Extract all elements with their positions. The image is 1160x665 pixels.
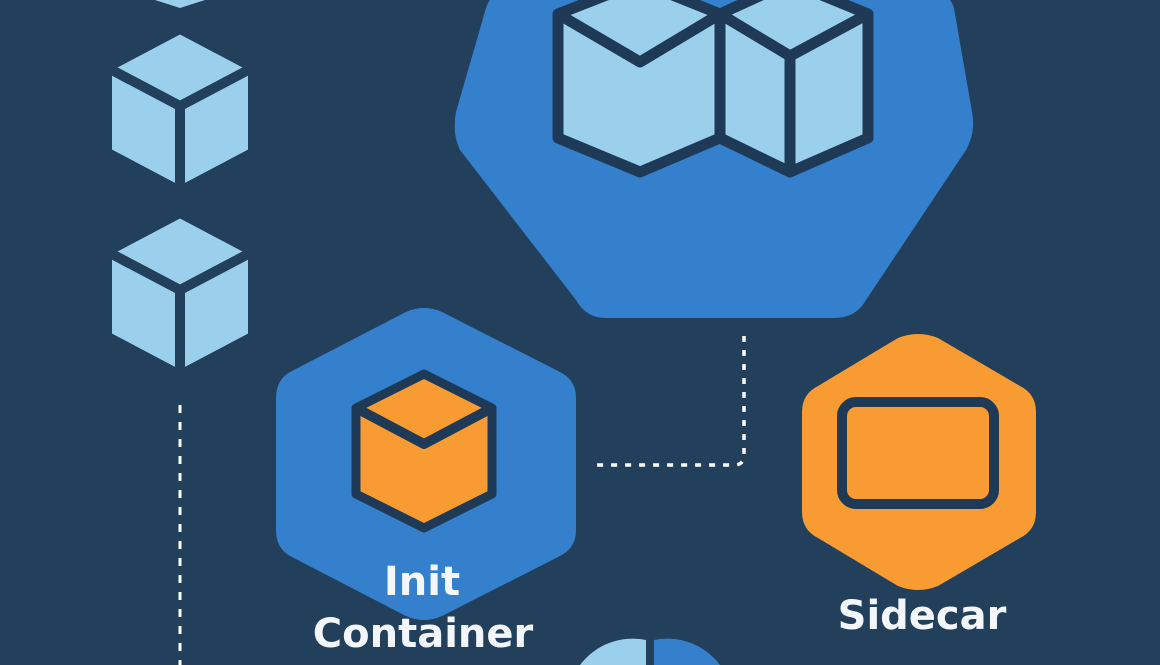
init-container-label-line2: Container — [312, 611, 534, 657]
orange-cube-icon — [351, 369, 497, 533]
cube-icon-top-partial — [155, 0, 205, 8]
init-container-label-line1: Init — [383, 559, 461, 605]
cube-icon-left-2 — [104, 210, 256, 378]
double-cube-icon — [552, 0, 874, 178]
pie-icon-partial — [580, 638, 720, 665]
connector-pod-to-init — [596, 336, 746, 467]
cube-icon-left-1 — [104, 26, 256, 194]
sidecar-label: Sidecar — [837, 593, 1007, 639]
rounded-rectangle-icon — [837, 397, 999, 509]
